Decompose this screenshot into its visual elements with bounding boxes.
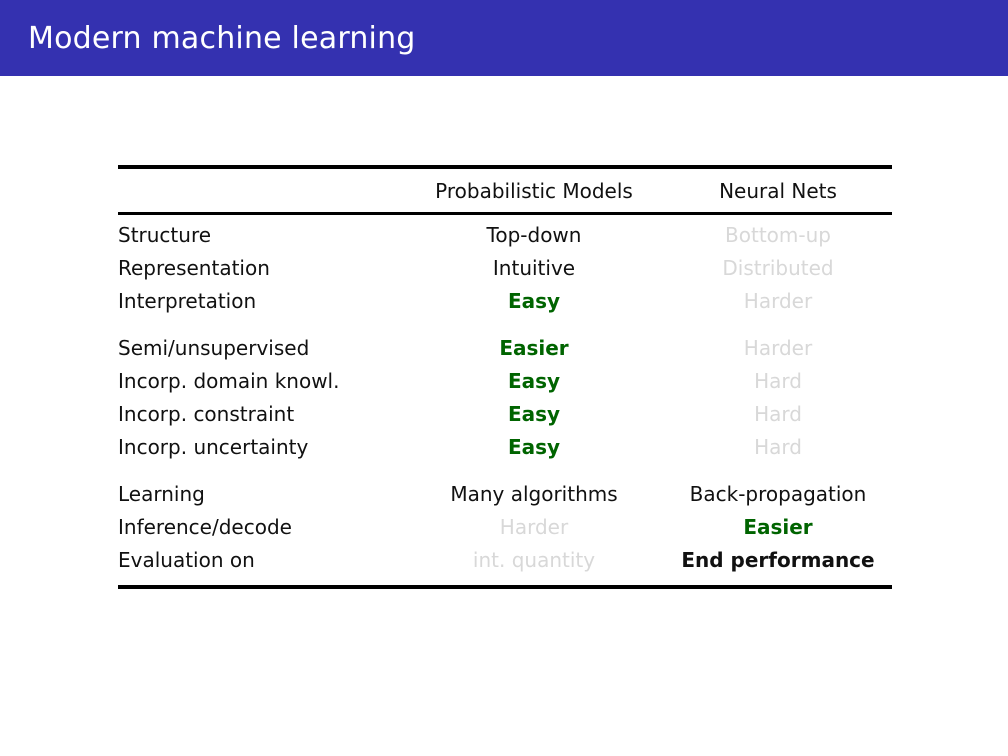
cell-neural-nets: Bottom-up xyxy=(725,222,831,247)
slide-title: Modern machine learning xyxy=(28,20,416,56)
cell-neural-nets: Harder xyxy=(743,288,813,313)
row-label: Structure xyxy=(118,222,212,247)
cell-probabilistic-models: Easier xyxy=(499,335,569,360)
row-label: Inference/decode xyxy=(118,514,292,539)
cell-neural-nets: Hard xyxy=(754,434,802,459)
table-row: Incorp. domain knowl. Easy Hard xyxy=(118,364,892,397)
comparison-table: Probabilistic Models Neural Nets Structu… xyxy=(118,165,892,589)
row-label: Evaluation on xyxy=(118,547,255,572)
cell-neural-nets: Distributed xyxy=(722,255,834,280)
table-row: Representation Intuitive Distributed xyxy=(118,251,892,284)
row-label: Learning xyxy=(118,481,205,506)
row-label: Incorp. domain knowl. xyxy=(118,368,340,393)
table-row: Structure Top-down Bottom-up xyxy=(118,218,892,251)
row-label: Incorp. uncertainty xyxy=(118,434,309,459)
table-row: Inference/decode Harder Easier xyxy=(118,510,892,543)
column-header-probabilistic-models: Probabilistic Models xyxy=(435,178,633,203)
cell-neural-nets: Hard xyxy=(754,401,802,426)
cell-probabilistic-models: int. quantity xyxy=(472,547,596,572)
row-label: Incorp. constraint xyxy=(118,401,295,426)
row-label: Representation xyxy=(118,255,270,280)
cell-probabilistic-models: Intuitive xyxy=(492,255,576,280)
table-row: Incorp. uncertainty Easy Hard xyxy=(118,430,892,463)
cell-probabilistic-models: Top-down xyxy=(486,222,582,247)
column-header-neural-nets: Neural Nets xyxy=(719,178,837,203)
table-header-row: Probabilistic Models Neural Nets xyxy=(118,165,892,215)
slide-title-bar: Modern machine learning xyxy=(0,0,1008,76)
table-row: Incorp. constraint Easy Hard xyxy=(118,397,892,430)
table-row: Evaluation on int. quantity End performanc… xyxy=(118,543,892,576)
cell-neural-nets: Back-propagation xyxy=(689,481,867,506)
cell-probabilistic-models: Many algorithms xyxy=(450,481,618,506)
cell-neural-nets: Hard xyxy=(754,368,802,393)
cell-probabilistic-models: Easy xyxy=(507,368,561,393)
table-row: Semi/unsupervised Easier Harder xyxy=(118,331,892,364)
cell-neural-nets: Harder xyxy=(743,335,813,360)
table-row: Interpretation Easy Harder xyxy=(118,284,892,317)
row-label: Semi/unsupervised xyxy=(118,335,310,360)
cell-neural-nets: End performance xyxy=(681,547,875,572)
table-row: Learning Many algorithms Back-propagation xyxy=(118,477,892,510)
cell-probabilistic-models: Harder xyxy=(499,514,569,539)
cell-probabilistic-models: Easy xyxy=(507,434,561,459)
cell-probabilistic-models: Easy xyxy=(507,401,561,426)
cell-neural-nets: Easier xyxy=(743,514,813,539)
row-label: Interpretation xyxy=(118,288,257,313)
cell-probabilistic-models: Easy xyxy=(507,288,561,313)
